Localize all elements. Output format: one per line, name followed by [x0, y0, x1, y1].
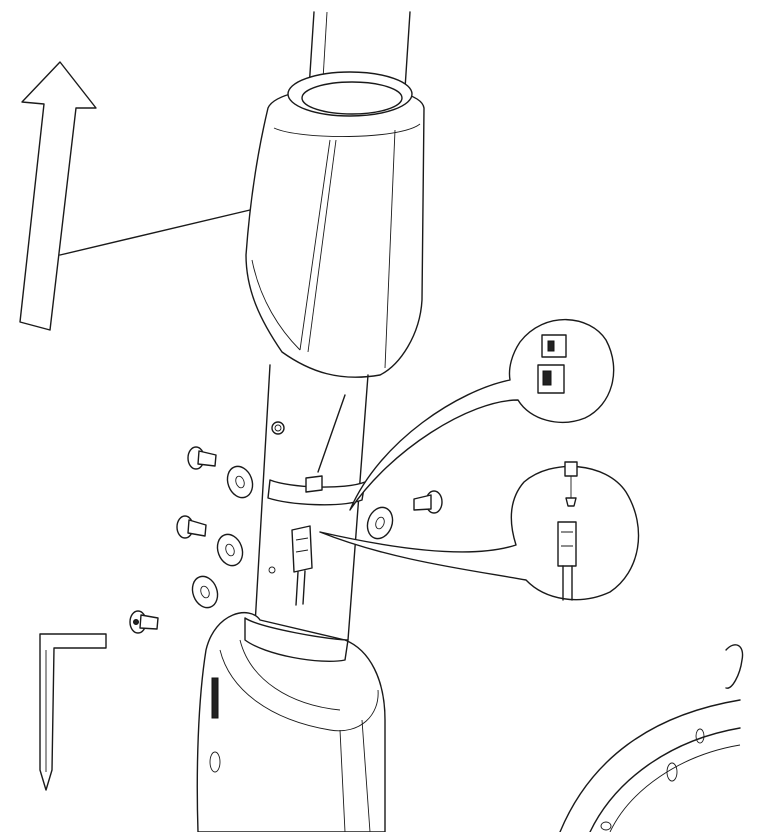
- bolt-icon: [413, 490, 443, 514]
- washer-icon: [366, 506, 394, 540]
- washer-icon: [191, 575, 219, 609]
- lower-tube: [254, 364, 369, 641]
- wheel-housing: [559, 644, 744, 832]
- allen-key-icon: [39, 633, 107, 791]
- washer-icon: [216, 533, 244, 567]
- bolt-icon: [129, 610, 159, 634]
- sensor-plug-callout: [319, 461, 640, 601]
- washer-icon: [226, 465, 254, 499]
- bolt-icon: [176, 515, 207, 539]
- base-housing: [196, 611, 386, 832]
- direction-arrow-icon: [19, 61, 251, 331]
- bolt-icon: [187, 446, 217, 470]
- cable-connector-callout: [349, 319, 615, 511]
- shroud-cover: [245, 71, 425, 378]
